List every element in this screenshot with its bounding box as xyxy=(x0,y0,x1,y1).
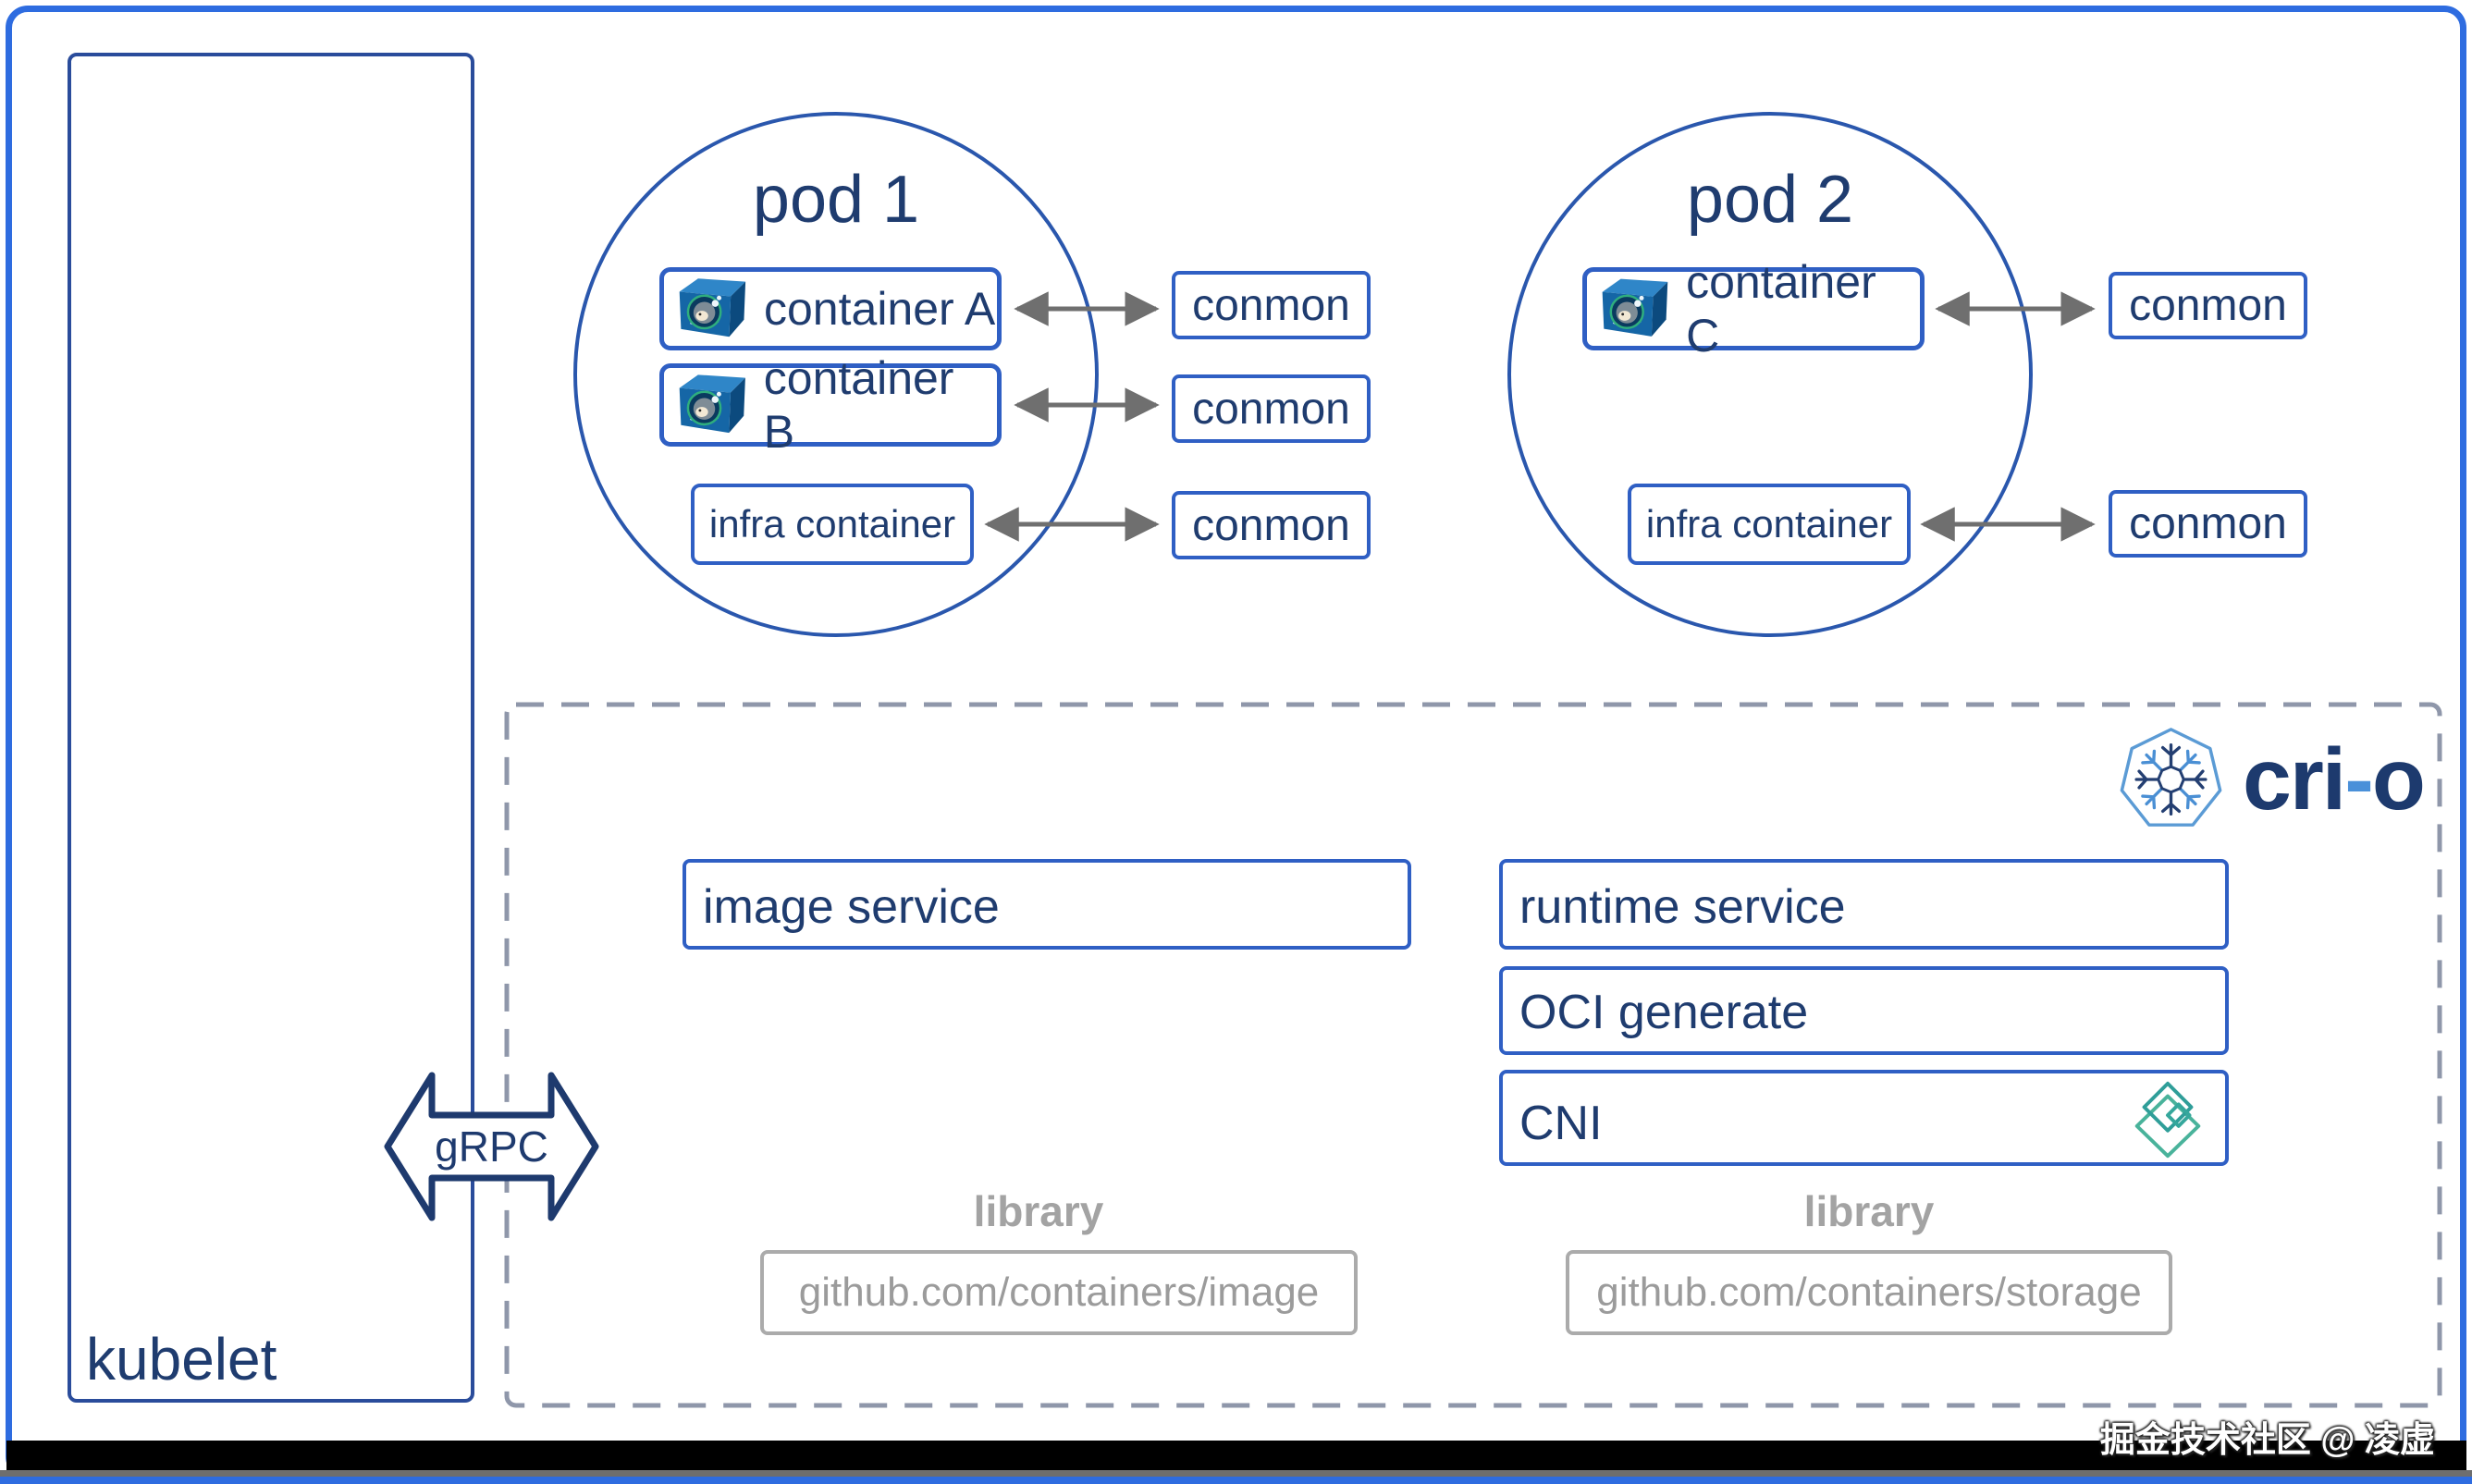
conmon-label: conmon xyxy=(2129,499,2287,548)
library-repo-box-image: github.com/containers/image xyxy=(760,1250,1358,1335)
container-b-box: container B xyxy=(659,352,1002,458)
cni-label: CNI xyxy=(1519,1097,1603,1150)
kubelet-label: kubelet xyxy=(86,1326,277,1392)
bottom-blue-line xyxy=(0,1477,2472,1484)
pod1-conmon-box-3: conmon xyxy=(1172,491,1371,559)
library-caption-right: library xyxy=(1803,1187,1935,1235)
library-repo-storage-label: github.com/containers/storage xyxy=(1596,1269,2142,1315)
pod1-conmon-box-2: conmon xyxy=(1172,374,1371,443)
container-cube-icon xyxy=(679,374,745,434)
pod2-label: pod 2 xyxy=(1686,163,1854,237)
container-cube-icon xyxy=(679,278,746,337)
container-c-box: container C xyxy=(1582,256,1925,362)
container-b-label: container B xyxy=(763,352,954,458)
library-repo-image-label: github.com/containers/image xyxy=(798,1269,1320,1315)
watermark-text: 掘金技术社区 @ 凌虚 xyxy=(2099,1421,2435,1460)
cni-box: CNI xyxy=(1499,1070,2229,1166)
crio-wordmark: cri-o xyxy=(2243,730,2426,830)
container-a-label: container A xyxy=(764,283,996,335)
crio-snowflake-icon xyxy=(2120,728,2222,827)
library-caption-left: library xyxy=(973,1187,1104,1235)
oci-generate-box: OCI generate xyxy=(1499,966,2229,1055)
runtime-service-box: runtime service xyxy=(1499,859,2229,950)
runtime-service-label: runtime service xyxy=(1519,880,1846,934)
conmon-label: conmon xyxy=(2129,281,2287,330)
pod2-infra-container-box: infra container xyxy=(1628,484,1911,565)
crio-wordmark-suffix: o xyxy=(2371,730,2426,828)
cni-diamond-icon xyxy=(2134,1081,2201,1159)
pod2-conmon-box-1: conmon xyxy=(2109,272,2307,339)
pod1-infra-container-label: infra container xyxy=(708,502,956,546)
image-service-box: image service xyxy=(683,859,1411,950)
bottom-gray-line xyxy=(0,1470,2472,1477)
crio-logo: cri-o xyxy=(2118,719,2426,840)
pod1-label: pod 1 xyxy=(752,163,920,237)
container-cube-icon xyxy=(1602,278,1668,337)
grpc-label: gRPC xyxy=(435,1122,548,1171)
pod1-infra-container-box: infra container xyxy=(691,484,974,565)
pod2-conmon-box-2: conmon xyxy=(2109,490,2307,558)
oci-generate-label: OCI generate xyxy=(1519,986,1809,1039)
conmon-label: conmon xyxy=(1192,384,1350,434)
conmon-label: conmon xyxy=(1192,500,1350,550)
conmon-label: conmon xyxy=(1192,280,1350,330)
container-c-label: container C xyxy=(1686,256,1876,362)
crio-wordmark-hyphen: - xyxy=(2344,730,2374,828)
pod1-conmon-box-1: conmon xyxy=(1172,271,1371,339)
crio-wordmark-prefix: cri xyxy=(2243,730,2346,828)
pod2-infra-container-label: infra container xyxy=(1645,502,1893,546)
bottom-letterbox-bar xyxy=(6,1441,2466,1470)
library-repo-box-storage: github.com/containers/storage xyxy=(1566,1250,2172,1335)
image-service-label: image service xyxy=(703,880,1000,934)
container-a-box: container A xyxy=(659,267,1002,350)
